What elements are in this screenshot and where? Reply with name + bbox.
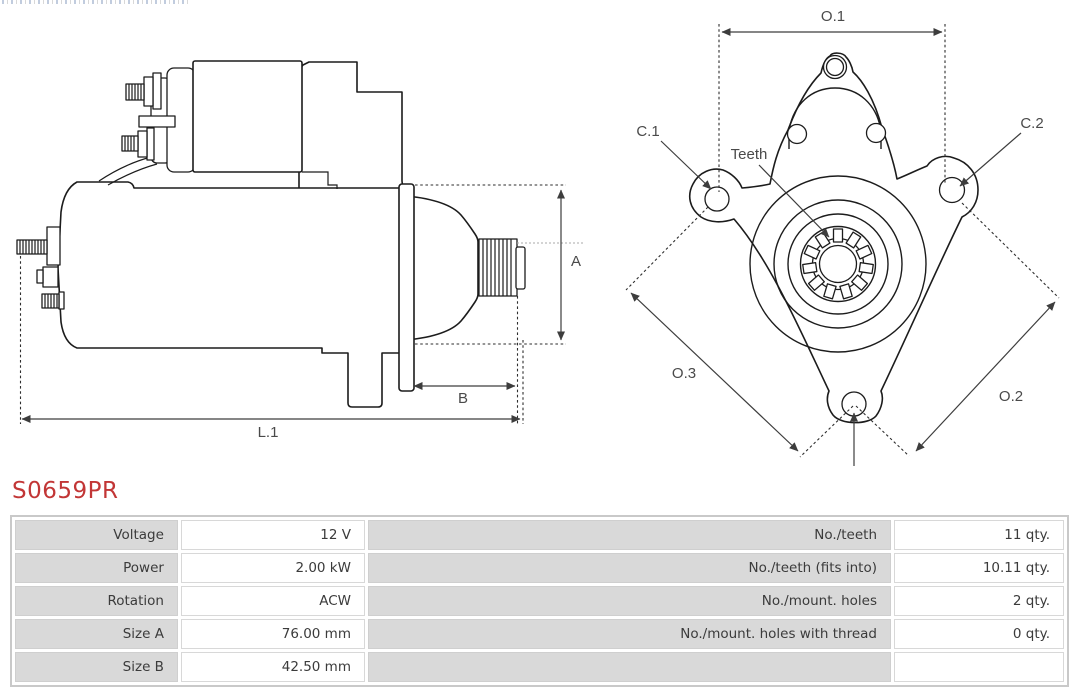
spec-label-size-a: Size A [15, 619, 178, 649]
dim-label-c3: C.3 [844, 469, 867, 472]
mounting-flange-plate [398, 183, 415, 392]
terminal-stud-lower [121, 127, 155, 161]
arch-inner-line [788, 87, 882, 149]
spec-label-power: Power [15, 553, 178, 583]
spec-value-size-a: 76.00 mm [180, 619, 365, 649]
terminal-stud-upper [125, 72, 162, 110]
spec-value-teeth-fits: 10.11 qty. [894, 553, 1064, 583]
mount-hole-c2 [938, 176, 966, 204]
flange-face-circles [749, 175, 927, 353]
extension-line-o2 [855, 202, 1060, 457]
pinion-bore [818, 244, 858, 284]
extension-line-a [415, 184, 566, 345]
spec-label-holes-thread: No./mount. holes with thread [367, 619, 891, 649]
spec-label-teeth: No./teeth [367, 520, 891, 550]
spec-label-mount-holes: No./mount. holes [367, 586, 891, 616]
mount-hole-c3 [841, 391, 867, 417]
spec-value-voltage: 12 V [180, 520, 365, 550]
spec-value-teeth: 11 qty. [894, 520, 1064, 550]
dim-label-o2: O.2 [999, 388, 1023, 405]
dimension-line-o3 [630, 292, 799, 452]
dim-label-o3: O.3 [672, 365, 696, 382]
spec-value-rotation: ACW [180, 586, 365, 616]
solenoid-wire [98, 156, 158, 186]
arch-hole-left [786, 123, 808, 145]
spec-value-mount-holes: 2 qty. [894, 586, 1064, 616]
dim-label-c1: C.1 [636, 123, 659, 140]
front-view-diagram: O.1 O.3 O.2 C.1 C.2 C.3 Teeth [625, 8, 1060, 472]
spec-value-holes-thread: 0 qty. [894, 619, 1064, 649]
side-view-diagram: L.1 B A [16, 60, 584, 441]
mount-hole-c1 [704, 186, 730, 212]
spec-value-power: 2.00 kW [180, 553, 365, 583]
spec-label-empty [367, 652, 891, 682]
leader-line-c2 [959, 132, 1022, 187]
motor-body-outline [57, 181, 407, 408]
terminal-bracket [138, 115, 176, 128]
spec-label-rotation: Rotation [15, 586, 178, 616]
dim-label-l1: L.1 [258, 424, 279, 441]
solenoid-step [302, 171, 338, 189]
pinion-end-cap [515, 246, 526, 290]
extension-line-right [516, 296, 524, 424]
spec-value-size-b: 42.50 mm [180, 652, 365, 682]
dim-label-teeth: Teeth [731, 146, 768, 163]
extension-line-o1 [718, 24, 946, 192]
pinion-front-gear [802, 228, 874, 300]
leader-line-teeth [758, 164, 830, 238]
dim-label-o1: O.1 [821, 8, 845, 25]
table-row: Power 2.00 kW No./teeth (fits into) 10.1… [15, 553, 1064, 583]
dim-label-b: B [458, 390, 468, 407]
table-row: Size A 76.00 mm No./mount. holes with th… [15, 619, 1064, 649]
spec-label-size-b: Size B [15, 652, 178, 682]
spec-label-teeth-fits: No./teeth (fits into) [367, 553, 891, 583]
drive-housing-outline [406, 195, 479, 341]
spec-table: Voltage 12 V No./teeth 11 qty. Power 2.0… [10, 515, 1069, 687]
leader-line-c1 [660, 140, 712, 190]
pinion-gear [478, 238, 526, 297]
rear-fittings [16, 226, 65, 310]
table-row: Voltage 12 V No./teeth 11 qty. [15, 520, 1064, 550]
dimension-line-o2 [915, 301, 1056, 452]
spec-value-empty [894, 652, 1064, 682]
extension-line-o3 [625, 206, 854, 458]
top-boss-hole [825, 57, 845, 77]
table-row: Size B 42.50 mm [15, 652, 1064, 682]
spec-label-voltage: Voltage [15, 520, 178, 550]
dim-label-c2: C.2 [1020, 115, 1043, 132]
housing-upper-block [298, 61, 408, 190]
starter-motor-diagram: L.1 B A [16, 8, 1060, 472]
dim-label-a: A [571, 253, 581, 270]
arch-hole-right [865, 122, 887, 144]
part-number: S0659PR [12, 478, 119, 504]
table-row: Rotation ACW No./mount. holes 2 qty. [15, 586, 1064, 616]
scan-edge-artifact [2, 0, 188, 4]
solenoid-body [192, 60, 303, 173]
